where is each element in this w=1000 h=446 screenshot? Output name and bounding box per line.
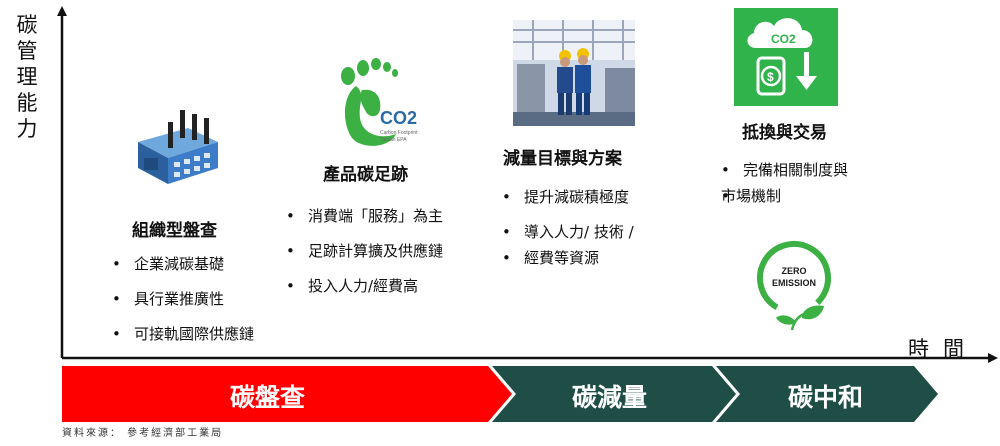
y-axis-arrowhead xyxy=(57,6,67,16)
arrow-label: 碳減量 xyxy=(572,383,648,412)
zero-emission-icon: ZERO EMISSION xyxy=(757,241,831,331)
bullet-line: 經費等資源 xyxy=(524,249,600,267)
bullet-item: 提升減碳積極度 xyxy=(502,187,634,207)
stage-bullets: 企業減碳基礎 具行業推廣性 可接軌國際供應鏈 xyxy=(112,254,254,359)
bullet-line: 完備相關制度與 xyxy=(743,161,849,179)
icon-co2-text: CO2 xyxy=(380,108,417,128)
stage-title: 抵換與交易 xyxy=(742,123,827,143)
stage-bullets: 消費端「服務」為主 足跡計算擴及供應鏈 投入人力/經費高 xyxy=(286,206,443,311)
bullet-item: 完備相關制度與 xyxy=(721,160,848,180)
bullet-item: 消費端「服務」為主 xyxy=(286,206,443,226)
bullet-item: 足跡計算擴及供應鏈 xyxy=(286,241,443,261)
bullet-continuation: 市場機制 xyxy=(721,186,848,206)
y-axis-label-char: 管 xyxy=(16,39,38,63)
carbon-footprint-icon: CO2 Carbon Footprint Taiwan EPA xyxy=(341,58,418,146)
y-axis-label-char: 碳 xyxy=(16,13,38,37)
badge-text: EMISSION xyxy=(772,278,816,288)
icon-small-text: Carbon Footprint xyxy=(380,130,418,136)
icon-co2-text: CO2 xyxy=(771,32,796,46)
factory-icon xyxy=(138,110,218,184)
arrow-carbon-neutral xyxy=(716,366,938,422)
y-axis-label-char: 能 xyxy=(16,91,38,115)
arrow-label: 碳盤查 xyxy=(230,383,306,412)
stage-title: 組織型盤查 xyxy=(132,221,217,241)
bullet-line: 市場機制 xyxy=(721,187,782,205)
badge-text: ZERO xyxy=(781,266,806,276)
y-axis-label-char: 力 xyxy=(16,117,38,141)
bullet-continuation: 經費等資源 xyxy=(502,248,634,268)
bullet-item: 企業減碳基礎 xyxy=(112,254,254,274)
bullet-item: 投入人力/經費高 xyxy=(286,276,443,296)
y-axis-label-char: 理 xyxy=(16,65,38,89)
icon-small-text: Taiwan EPA xyxy=(380,137,407,143)
bullet-item: 可接軌國際供應鏈 xyxy=(112,324,254,344)
x-axis-label: 時間 xyxy=(908,337,978,361)
bullet-item: 導入人力/ 技術 / xyxy=(502,222,634,242)
arrow-carbon-reduction xyxy=(492,366,736,422)
source-note: 資料來源： 參考經濟部工業局 xyxy=(62,428,224,439)
co2-money-icon: CO2 $ xyxy=(734,8,838,106)
stage-bullets: 完備相關制度與 市場機制 xyxy=(721,160,848,221)
bullet-line: 導入人力/ 技術 / xyxy=(524,223,634,241)
stage-title: 減量目標與方案 xyxy=(503,149,622,169)
arrow-carbon-inventory xyxy=(62,366,512,422)
bullet-item: 具行業推廣性 xyxy=(112,289,254,309)
y-axis-label: 碳 管 理 能 力 xyxy=(16,12,38,142)
engineers-photo xyxy=(513,20,635,126)
stage-bullets: 提升減碳積極度 導入人力/ 技術 / 經費等資源 xyxy=(502,187,634,283)
x-axis-arrowhead xyxy=(988,353,998,363)
svg-text:$: $ xyxy=(767,70,774,84)
arrow-label: 碳中和 xyxy=(788,383,864,412)
stage-title: 產品碳足跡 xyxy=(323,165,408,185)
